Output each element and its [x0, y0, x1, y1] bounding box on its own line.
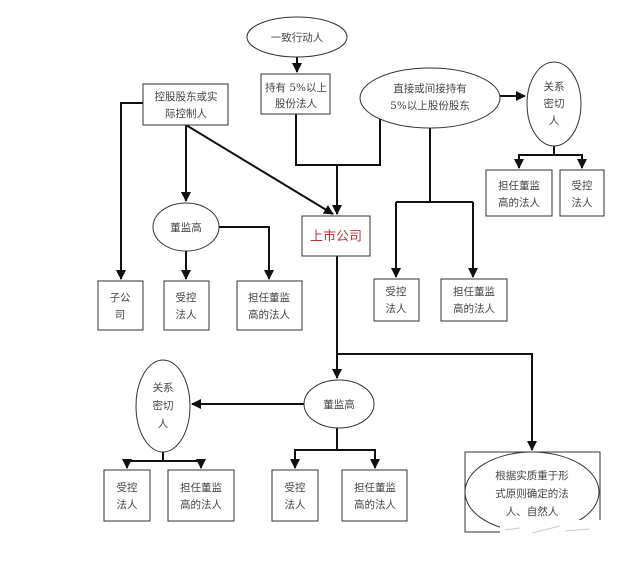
node-mid-controlled-legal-person: 受控 法人 [373, 278, 420, 322]
node-label: 密切 [544, 97, 565, 110]
node-label: 一致行动人 [271, 31, 324, 44]
edge-relatives-lower-right [163, 459, 206, 469]
watermark [504, 525, 591, 534]
node-low-mid-controlled-legal-person: 受控 法人 [271, 469, 319, 522]
node-label: 司 [115, 309, 126, 321]
edge-relatives-top-down [514, 146, 555, 169]
node-shareholder-5pct: 直接或间接持有 5%以上股份股东 [359, 67, 501, 129]
node-label: 密切 [153, 399, 174, 412]
edge-directors-upper-to-director-lp [219, 226, 274, 280]
edge-directors-lower-split [290, 428, 338, 469]
node-label: 受控 [285, 481, 306, 494]
node-label: 受控 [176, 291, 197, 304]
node-label: 法人 [386, 302, 407, 315]
node-label: 人 [158, 418, 169, 430]
node-upper-director-legal-person: 担任董监 高的法人 [236, 280, 303, 331]
node-label: 担任董监 [453, 285, 495, 298]
edge-listed-to-substance [337, 353, 537, 451]
watermark-mask [500, 520, 610, 538]
node-label: 董监高 [323, 398, 355, 411]
node-label: 际控制人 [165, 107, 207, 120]
node-listed-company: 上市公司 [301, 215, 371, 257]
edge-relatives-lower-split [122, 452, 164, 469]
edge-legal5-to-listed [295, 114, 381, 166]
node-label: 直接或间接持有 [393, 82, 467, 95]
node-label: 法人 [117, 498, 138, 511]
node-mid-director-legal-person: 担任董监 高的法人 [440, 278, 508, 322]
node-upper-controlled-legal-person: 受控 法人 [163, 280, 210, 331]
node-close-relatives-top: 关系 密切 人 [526, 61, 582, 147]
edge-controller-to-subsidiary [116, 102, 143, 280]
node-label: 董监高 [170, 221, 202, 234]
node-subsidiary: 子公 司 [97, 280, 144, 331]
node-low-mid-director-legal-person: 担任董监 高的法人 [341, 469, 408, 522]
node-substance-over-form: 根据实质重于形 式原则确定的法 人、自然人 [464, 451, 610, 538]
node-label: 受控 [572, 179, 593, 192]
node-label: 子公 [110, 292, 131, 304]
node-legal-person-5pct: 持有 5%以上 股份法人 [260, 73, 331, 115]
node-directors-upper: 董监高 [152, 202, 220, 252]
node-label: 控股股东或实 [155, 90, 218, 103]
node-directors-lower: 董监高 [303, 379, 375, 429]
node-label: 人、自然人 [506, 505, 559, 518]
node-label: 担任董监 [180, 481, 222, 494]
node-label: 关系 [153, 381, 174, 394]
node-label: 担任董监 [354, 481, 396, 494]
node-label: 法人 [572, 196, 593, 209]
edge-controller-to-listed [185, 124, 334, 215]
node-top-director-legal-person: 担任董监 高的法人 [485, 169, 553, 217]
node-label: 上市公司 [310, 229, 362, 245]
node-label: 法人 [176, 308, 197, 321]
node-controlling-shareholder: 控股股东或实 际控制人 [142, 83, 229, 126]
node-label: 担任董监 [498, 179, 540, 192]
node-label: 式原则确定的法 [495, 487, 569, 500]
node-label: 高的法人 [248, 308, 290, 321]
edge-directors-lower-right [337, 449, 380, 469]
node-low-left-director-legal-person: 担任董监 高的法人 [167, 469, 235, 522]
node-concert-parties: 一致行动人 [246, 16, 348, 58]
node-label: 持有 5%以上 [265, 81, 327, 94]
node-label: 受控 [117, 481, 138, 494]
node-label: 高的法人 [498, 196, 540, 209]
node-label: 5%以上股份股东 [390, 99, 470, 112]
node-label: 根据实质重于形 [495, 469, 569, 482]
edge-relatives-top-right [554, 154, 587, 169]
node-label: 股份法人 [275, 97, 317, 110]
node-label: 高的法人 [180, 498, 222, 511]
node-label: 关系 [544, 80, 565, 93]
node-label: 高的法人 [453, 302, 495, 315]
node-label: 高的法人 [354, 498, 396, 511]
node-top-controlled-legal-person: 受控 法人 [559, 169, 605, 217]
edges [116, 57, 587, 469]
node-label: 人 [549, 115, 560, 127]
node-label: 受控 [386, 285, 407, 298]
node-low-left-controlled-legal-person: 受控 法人 [103, 469, 151, 522]
node-close-relatives-lower: 关系 密切 人 [135, 359, 191, 453]
node-label: 担任董监 [248, 291, 290, 304]
node-label: 法人 [285, 498, 306, 511]
